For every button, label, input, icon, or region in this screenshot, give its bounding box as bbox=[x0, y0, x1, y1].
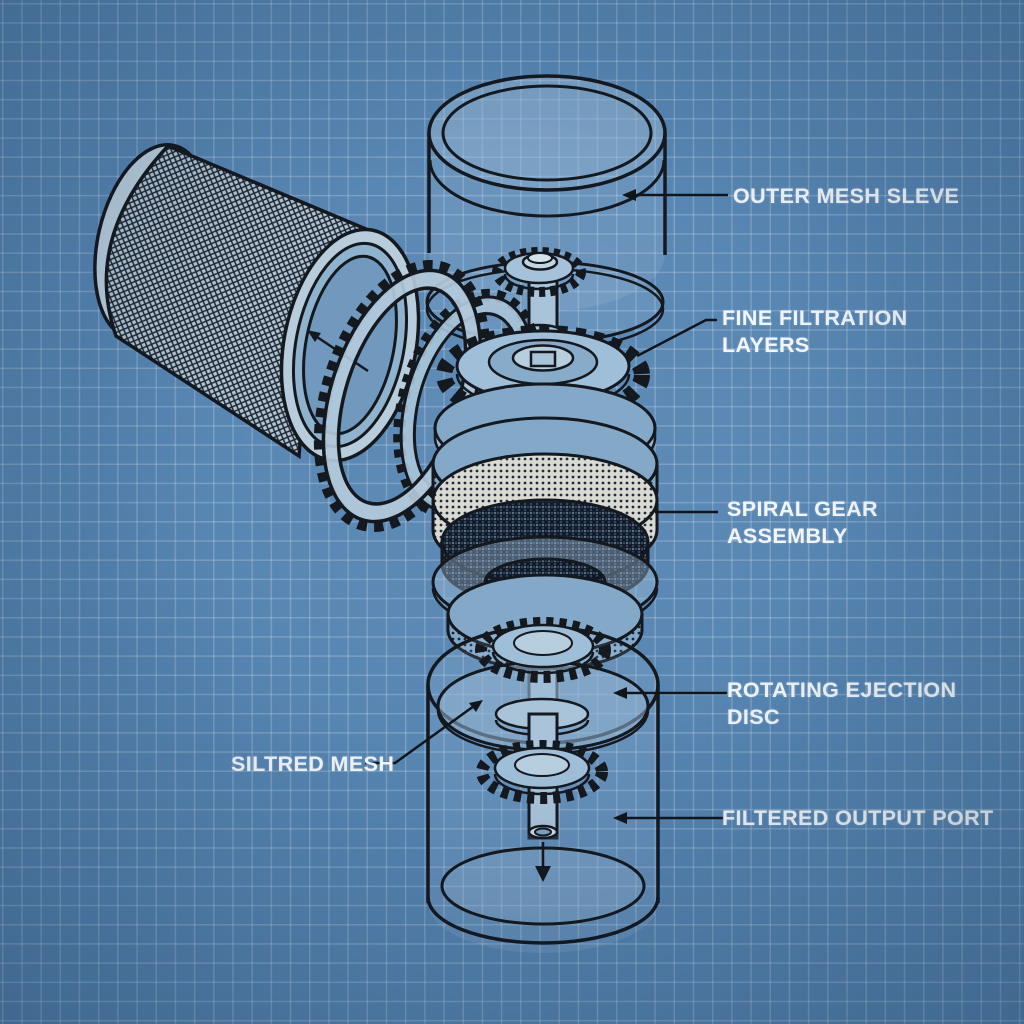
shaft-tube-opening bbox=[527, 824, 559, 840]
leader-filtered-output-port bbox=[613, 812, 723, 824]
top-gear bbox=[492, 247, 586, 297]
lower-gear-upper bbox=[475, 617, 611, 683]
spur-gear-large bbox=[436, 325, 650, 425]
label-filtered-output-port: FILTERED OUTPUT PORT bbox=[722, 806, 994, 830]
lower-gear-lower bbox=[476, 740, 608, 804]
label-fine-filtration-layers: FINE FILTRATION LAYERS bbox=[722, 306, 908, 357]
flow-arrow-down bbox=[535, 842, 551, 882]
leader-siltred-mesh bbox=[365, 700, 483, 765]
label-spiral-gear-assembly: SPIRAL GEAR ASSEMBLY bbox=[727, 497, 878, 548]
leader-rotating-ejection-disc bbox=[613, 687, 727, 699]
label-rotating-ejection-disc: ROTATING EJECTION DISC bbox=[727, 678, 957, 729]
label-siltred-mesh: SILTRED MESH bbox=[231, 752, 395, 776]
leader-fine-filtration-layers bbox=[636, 318, 717, 358]
outer-sleeve-cylinder bbox=[427, 74, 667, 311]
leader-lines bbox=[365, 189, 728, 824]
leader-outer-mesh-sleeve bbox=[622, 189, 728, 201]
label-outer-mesh-sleeve: OUTER MESH SLEVE bbox=[733, 184, 960, 208]
